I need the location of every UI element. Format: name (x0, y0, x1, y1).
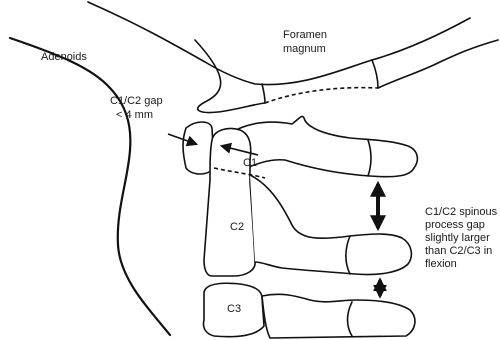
label-gap-line2: < 4 mm (116, 109, 153, 121)
c3-posterior-elements (262, 294, 415, 338)
label-foramen-magnum-line1: Foramen (283, 29, 327, 41)
label-foramen-magnum-line2: magnum (283, 43, 326, 55)
foramen-magnum-dashed-line (265, 88, 378, 103)
c2-body (204, 128, 255, 276)
occiput-edge-outline (262, 84, 265, 103)
clivus-outline (195, 40, 265, 113)
label-c2: C2 (230, 221, 244, 233)
label-spinous-line4: than C2/C3 in (425, 245, 492, 257)
label-spinous-line2: process gap (425, 219, 485, 231)
occiput-inner-outline (372, 60, 378, 88)
skull-base-outline (88, 2, 470, 85)
pharyngeal-wall-outline (10, 38, 170, 335)
label-spinous-line5: flexion (425, 258, 457, 270)
c1-posterior-arch (232, 116, 417, 176)
label-adenoids: Adenoids (41, 51, 87, 63)
label-gap-line1: C1/C2 gap (110, 95, 163, 107)
occiput-outline (378, 40, 498, 88)
label-c1: C1 (243, 157, 257, 169)
c2-posterior-elements (250, 175, 411, 275)
label-spinous-line3: slightly larger (425, 232, 490, 244)
label-c3: C3 (227, 303, 241, 315)
label-spinous-line1: C1/C2 spinous (425, 206, 498, 218)
